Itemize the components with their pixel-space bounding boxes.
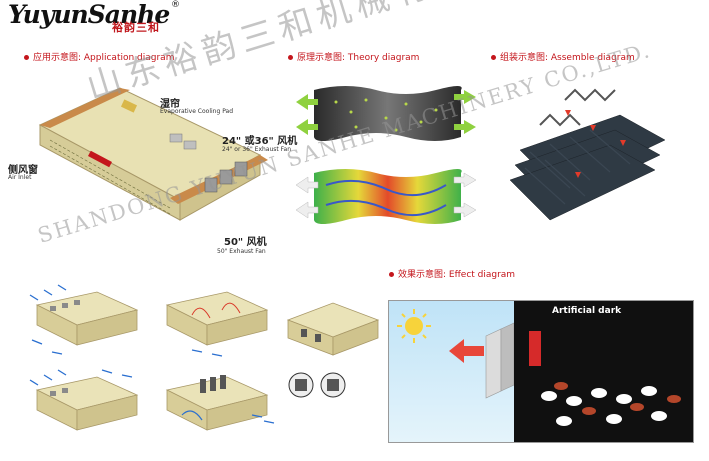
bullet-icon — [288, 55, 293, 60]
poultry-house-illustration — [38, 87, 268, 221]
fan-house-detail — [286, 302, 380, 398]
assemble-diagram-title: 组装示意图: Assemble diagram — [491, 50, 635, 63]
assemble-pad-illustration — [509, 88, 666, 221]
air-inlet-label-cn: 侧风窗 — [8, 165, 38, 176]
brand-chinese-name: 裕韵三和 — [112, 21, 160, 34]
air-inlet-label-en: Air Inlet — [8, 174, 32, 181]
fan-label-cn: 24" 或36" 风机 — [222, 136, 298, 147]
registered-mark: ® — [171, 0, 180, 10]
effect-diagram-title: 效果示意图: Effect diagram — [389, 267, 515, 280]
artificial-dark-label: Artificial dark — [552, 306, 622, 316]
fan50-label-en: 50" Exhaust Fan — [217, 248, 266, 255]
bullet-icon — [491, 55, 496, 60]
cooling-pad-label-en: Evaporative Cooling Pad — [160, 108, 234, 115]
effect-diagram — [388, 300, 694, 443]
theory-pad-heatmap — [296, 169, 476, 224]
fan-label-en: 24" or 36" Exhaust Fan — [222, 146, 292, 153]
theory-pad-dark — [296, 86, 476, 141]
brand-logo: YuyunSanhe — [8, 0, 170, 29]
effect-scene — [389, 301, 693, 442]
airflow-diagrams-grid — [29, 284, 275, 431]
fan50-label-cn: 50" 风机 — [224, 237, 267, 248]
application-diagram-title: 应用示意图: Application diagram — [24, 50, 174, 63]
cooling-pad-label-cn: 湿帘 — [160, 99, 180, 110]
bullet-icon — [24, 55, 29, 60]
bullet-icon — [389, 272, 394, 277]
theory-diagram-title: 原理示意图: Theory diagram — [288, 50, 419, 63]
